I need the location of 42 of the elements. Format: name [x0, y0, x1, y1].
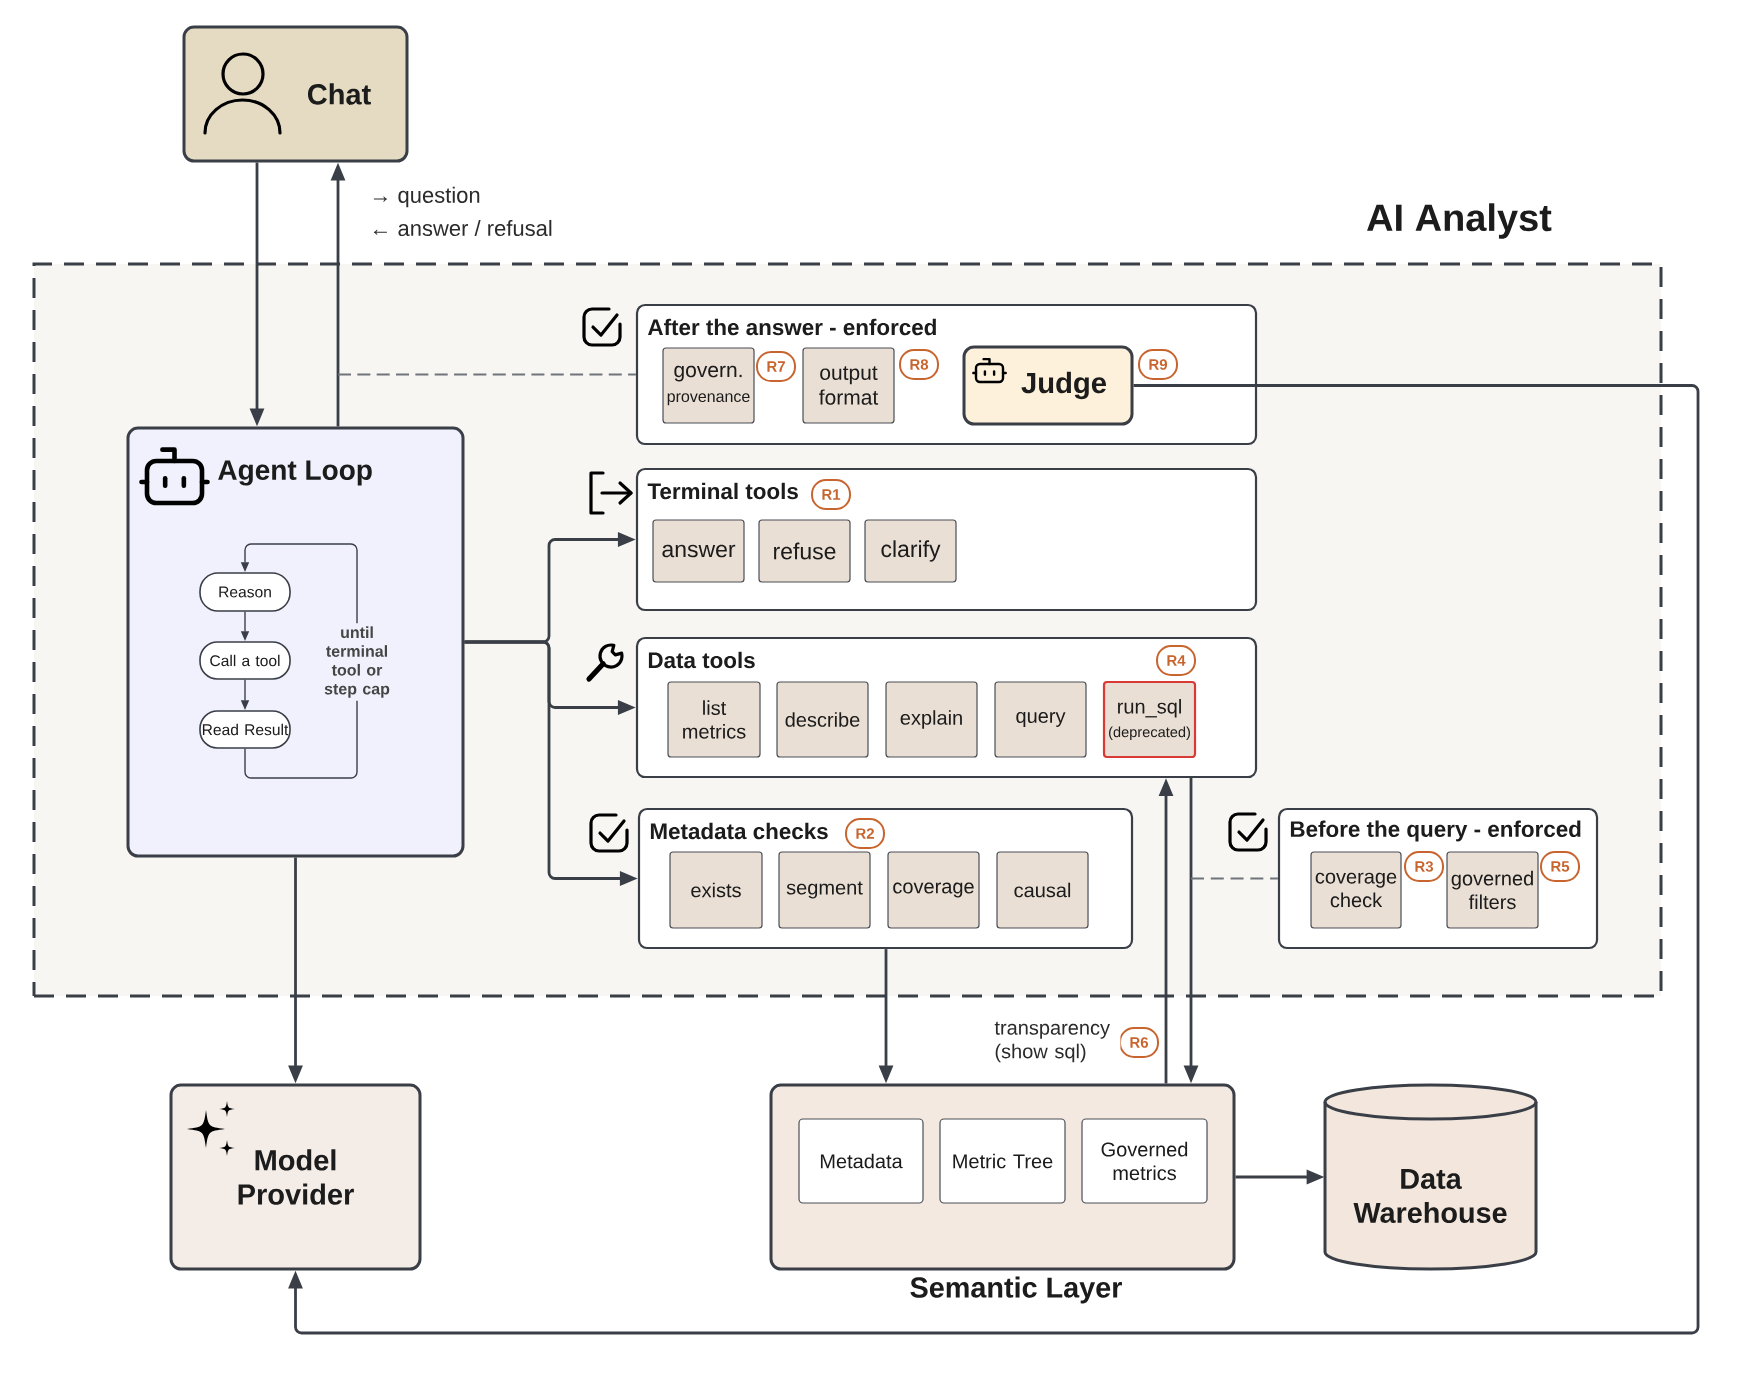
tool-box: refuse [758, 519, 851, 583]
tool-box: explain [885, 681, 978, 758]
component-box: Metadata [798, 1118, 924, 1204]
step-pill: Read Result [199, 710, 291, 749]
component-box: Metric Tree [939, 1118, 1066, 1204]
tool-box: coverage check [1310, 851, 1402, 929]
component-box: Governed metrics [1081, 1118, 1208, 1204]
step-pill: Call a tool [199, 641, 291, 680]
flow-note: ← answer / refusal [373, 219, 552, 237]
layer-heading: Semantic Layer [910, 1276, 1122, 1304]
tool-box: list metrics [667, 681, 761, 758]
frame-title: AI Analyst [1367, 203, 1552, 239]
dashed-line [338, 373, 636, 376]
tool-box: govern. provenance [662, 347, 755, 424]
tool-box: causal [996, 851, 1089, 929]
chat-box: Chat [182, 25, 409, 163]
step-pill: Reason [199, 572, 291, 612]
tool-box: exists [669, 851, 763, 929]
group-heading: Data tools [648, 651, 755, 669]
tool-box: output format [802, 347, 895, 424]
tool-box: coverage [887, 851, 980, 929]
provider-box: Model Provider [169, 1083, 422, 1271]
tool-box: describe [776, 681, 869, 758]
edge-label: until terminal tool or step cap [304, 623, 410, 701]
group-heading: Metadata checks [650, 822, 828, 840]
arrow [288, 384, 1700, 1335]
group-heading: Before the query - enforced [1290, 820, 1581, 842]
rule-badge: R6 [1119, 1027, 1159, 1058]
tool-box: governed filters [1446, 851, 1539, 929]
group-heading: After the answer - enforced [647, 318, 936, 336]
tool-box: query [994, 681, 1087, 758]
flow-note: → question [373, 186, 480, 208]
tool-box: run_sql (deprecated) [1102, 680, 1197, 759]
group-heading: Terminal tools [647, 482, 798, 500]
tool-box: clarify [864, 519, 957, 583]
database-cylinder: Data Warehouse [1323, 1083, 1538, 1271]
dashed-line [1191, 877, 1278, 880]
panel-heading: Agent Loop [218, 460, 372, 486]
tool-box: segment [778, 851, 871, 929]
tool-box: answer [652, 519, 745, 583]
judge-box: Judge [962, 345, 1134, 426]
edge-label: transparency (show sql) [992, 1019, 1121, 1065]
